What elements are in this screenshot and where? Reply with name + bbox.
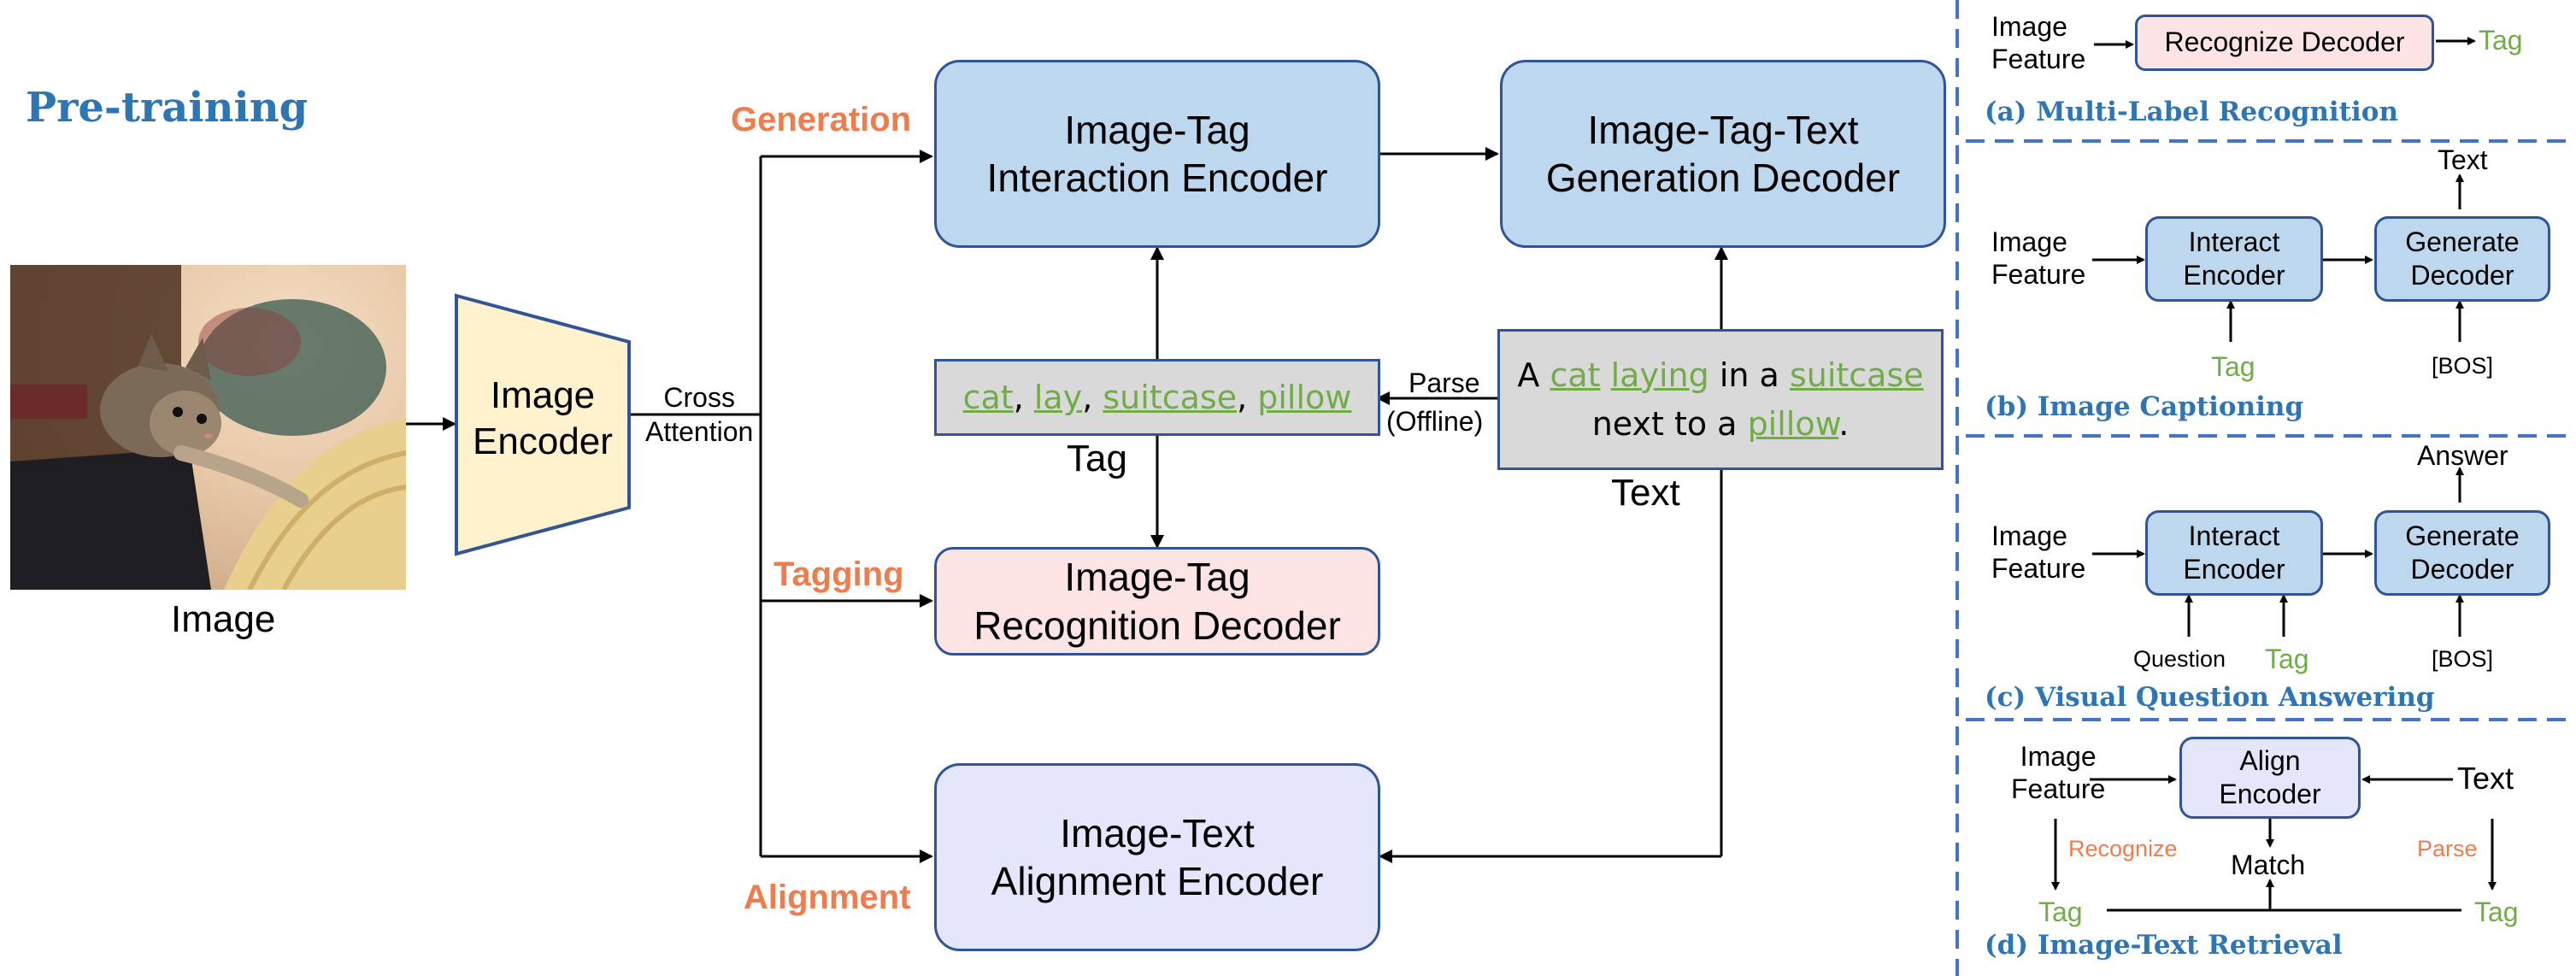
parse-label: Parse [1409,367,1480,398]
alignment-encoder-box: Image-Text Alignment Encoder [934,763,1380,951]
panel-c-input: Image Feature [1991,520,2086,585]
panel-c-caption: (c) Visual Question Answering [1985,682,2435,713]
panel-a-decoder-label: Recognize Decoder [2164,26,2405,58]
kitten-photo [10,265,406,590]
alignment-label: Alignment [744,879,911,916]
panel-b-decoder-box: Generate Decoder [2374,216,2550,302]
panel-b-output: Text [2438,144,2488,175]
panel-b-caption: (b) Image Captioning [1985,391,2304,422]
sentence-word: laying [1610,356,1709,394]
panel-a-caption: (a) Multi-Label Recognition [1985,97,2398,127]
tag-item: suitcase [1103,378,1238,416]
panel-c-decoder-box: Generate Decoder [2374,510,2550,596]
panel-a-output: Tag [2479,25,2523,56]
text-caption: Text [1611,472,1680,514]
panel-a-input: Image Feature [1991,11,2086,75]
panel-b-encoder-label: Interact Encoder [2183,226,2285,291]
panel-b-input: Image Feature [1991,226,2086,291]
recognition-decoder-box: Image-Tag Recognition Decoder [934,547,1380,656]
panel-c-question: Question [2133,646,2226,672]
image-caption: Image [171,598,276,640]
interaction-encoder-box: Image-Tag Interaction Encoder [934,60,1380,248]
offline-label: (Offline) [1386,406,1484,437]
tag-item: cat [962,378,1014,416]
sentence-word: cat [1550,356,1601,394]
panel-d-input: Image Feature [2011,741,2106,805]
panel-b-tag: Tag [2211,351,2255,382]
sentence-line-2: next to a pillow. [1591,404,1850,443]
panel-d-caption: (d) Image-Text Retrieval [1985,930,2343,961]
panel-d-encoder-label: Align Encoder [2219,744,2321,809]
tagging-label: Tagging [773,556,904,593]
panel-d-parse: Parse [2417,836,2478,861]
panel-c-output: Answer [2417,440,2508,471]
interaction-encoder-label: Image-Tag Interaction Encoder [986,107,1328,200]
panel-a-decoder-box: Recognize Decoder [2135,15,2434,71]
panel-d-text: Text [2457,761,2514,796]
panel-d-tag-right: Tag [2474,897,2519,927]
panel-d-encoder-box: Align Encoder [2179,737,2361,819]
sentence-line-1: A cat laying in a suitcase [1517,356,1924,394]
generation-decoder-label: Image-Tag-Text Generation Decoder [1545,107,1901,200]
tag-item: lay [1033,378,1083,416]
panel-c-encoder-box: Interact Encoder [2145,510,2323,596]
panel-c-decoder-label: Generate Decoder [2405,520,2520,585]
panel-d-recognize: Recognize [2068,836,2178,861]
panel-b-decoder-label: Generate Decoder [2405,226,2520,291]
sentence-word: pillow [1747,404,1839,443]
pretraining-title: Pre-training [26,84,309,132]
tag-caption: Tag [1067,438,1127,479]
recognition-decoder-label: Image-Tag Recognition Decoder [973,555,1341,648]
tag-box: cat, lay, suitcase, pillow [934,359,1380,436]
alignment-encoder-label: Image-Text Alignment Encoder [991,810,1324,903]
image-encoder-label: Image Encoder [473,374,613,462]
image-encoder-shape [455,293,631,556]
panel-c-tag: Tag [2265,644,2309,674]
panel-c-encoder-label: Interact Encoder [2183,520,2285,585]
panel-c-bos: [BOS] [2432,646,2494,672]
panel-d-match: Match [2231,850,2306,880]
generation-label: Generation [731,101,912,138]
cross-attention-label: Cross Attention [645,382,754,447]
text-box: A cat laying in a suitcase next to a pil… [1497,329,1944,470]
sentence-word: suitcase [1789,356,1924,394]
panel-b-encoder-box: Interact Encoder [2145,216,2323,302]
panel-d-tag-left: Tag [2038,897,2083,927]
tag-item: pillow [1257,378,1352,416]
panel-b-bos: [BOS] [2432,353,2494,379]
generation-decoder-box: Image-Tag-Text Generation Decoder [1500,60,1946,248]
